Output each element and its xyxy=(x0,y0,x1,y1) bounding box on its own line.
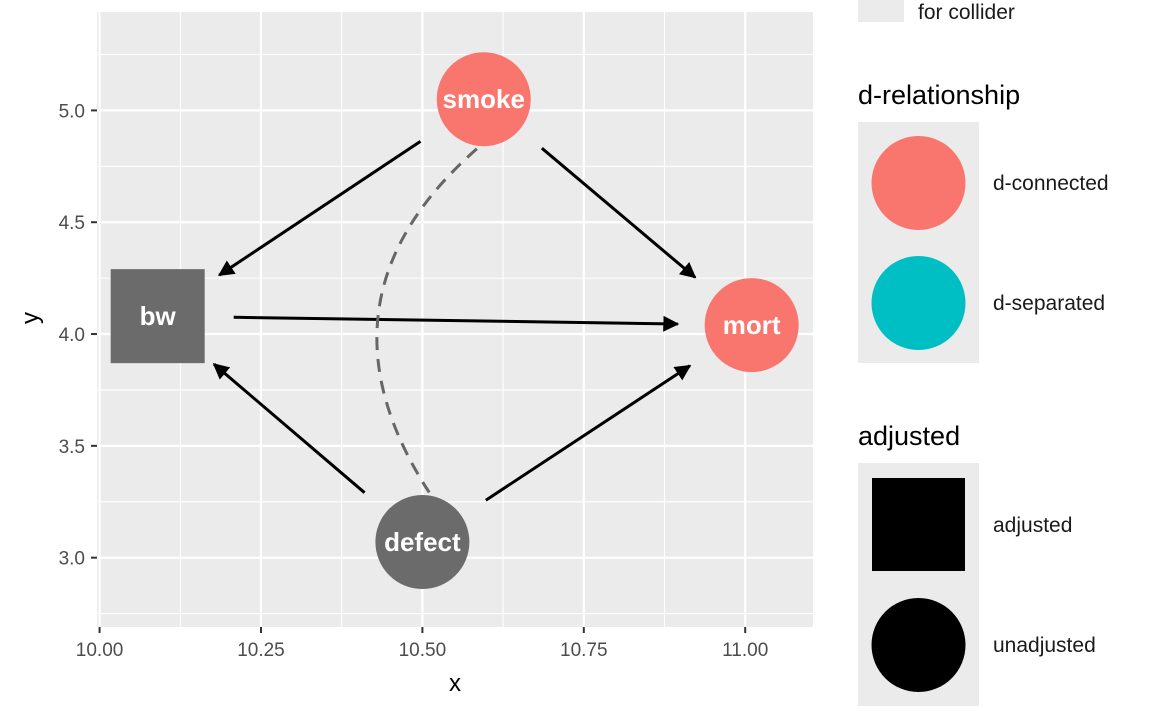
d-separated-key-circle xyxy=(871,256,966,350)
adjusted-legend: adjusted adjusted unadjusted xyxy=(858,421,1148,711)
node-bw-label: bw xyxy=(140,301,177,331)
d-separated-key-label: d-separated xyxy=(993,292,1106,315)
edge-smoke-mort xyxy=(540,147,697,279)
d-connected-key-circle xyxy=(871,136,966,230)
x-tick-label: 10.00 xyxy=(76,640,124,661)
y-tick-label: 4.5 xyxy=(59,213,85,234)
collider-key-swatch xyxy=(858,0,904,22)
collider-key-label: for collider xyxy=(918,1,1015,24)
adjusted-key-symbols xyxy=(871,478,966,692)
x-tick-label: 10.50 xyxy=(399,640,447,661)
node-smoke-label: smoke xyxy=(443,84,525,114)
y-axis-title: y xyxy=(17,312,44,324)
node-bw-shape xyxy=(110,269,205,364)
edge-defect-mort xyxy=(485,364,692,502)
node-defect-shape xyxy=(375,495,470,590)
d-relationship-legend-title: d-relationship xyxy=(858,80,1021,110)
y-tick-label: 4.0 xyxy=(59,325,85,346)
edge-defect-bw xyxy=(212,363,366,494)
dag-plot: 10.00 10.25 10.50 10.75 11.00 3.0 3.5 4.0 4.5 5.0… xyxy=(17,12,813,697)
node-mort-shape xyxy=(704,278,799,373)
adjusted-key-label: adjusted xyxy=(993,514,1073,537)
edge-bw-mort xyxy=(233,315,680,332)
x-axis-title: x xyxy=(449,670,461,697)
d-relationship-legend: d-relationship d-connected d-separated xyxy=(858,80,1148,370)
y-tick-label: 3.5 xyxy=(59,437,85,458)
edge-layer xyxy=(212,140,697,502)
x-tick-label: 10.25 xyxy=(237,640,285,661)
adjusted-key-square xyxy=(872,478,965,571)
x-tick-label: 10.75 xyxy=(560,640,608,661)
collider-legend: for collider xyxy=(858,0,1148,26)
y-tick-label: 5.0 xyxy=(59,101,85,122)
adjusted-legend-title: adjusted xyxy=(858,421,961,451)
axis-ticks: 10.00 10.25 10.50 10.75 11.00 3.0 3.5 4.0 4.5 5.0 xyxy=(59,101,769,661)
y-tick-label: 3.0 xyxy=(59,549,85,570)
unadjusted-key-label: unadjusted xyxy=(993,634,1096,657)
node-mort-label: mort xyxy=(723,310,781,340)
unadjusted-key-circle xyxy=(871,598,966,692)
edge-smoke-bw xyxy=(217,140,422,277)
d-relationship-key-symbols xyxy=(871,136,966,350)
node-layer: smoke bw mort defect xyxy=(110,52,799,590)
node-smoke-shape xyxy=(436,52,531,147)
x-tick-label: 11.00 xyxy=(722,640,768,661)
d-connected-key-label: d-connected xyxy=(993,172,1109,195)
node-defect-label: defect xyxy=(384,527,461,557)
